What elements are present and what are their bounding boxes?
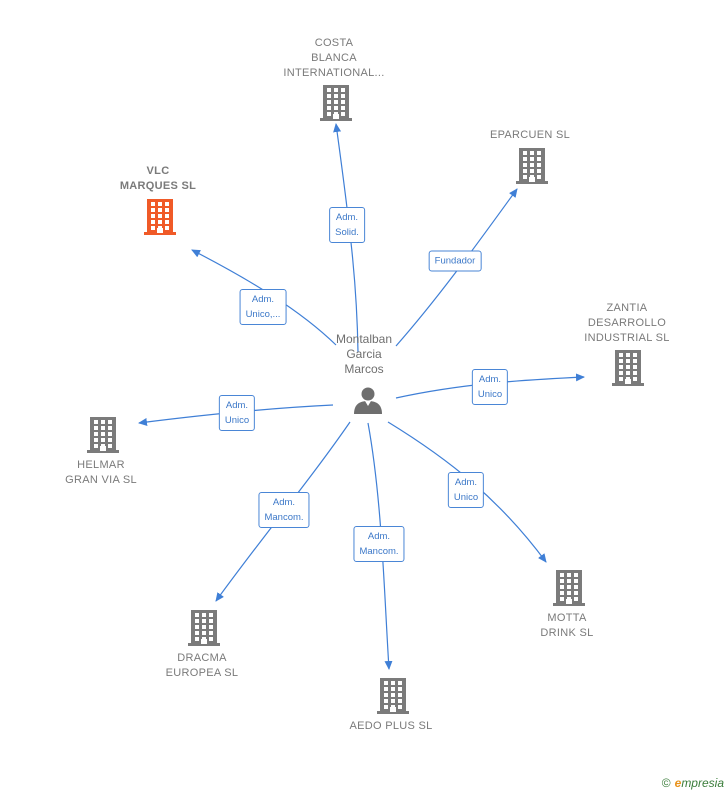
person-name[interactable]: Montalban Garcia Marcos [335,332,393,376]
relation-label-eparcuen[interactable]: Fundador [428,250,482,272]
building-icon-aedo[interactable] [377,678,409,714]
relation-label-aedo[interactable]: Adm. Mancom. [353,526,405,562]
edges [138,123,585,670]
relation-label-dracma[interactable]: Adm. Mancom. [258,492,310,528]
relation-label-motta[interactable]: Adm. Unico [447,472,485,508]
edge-costa [333,123,359,353]
company-name-aedo[interactable]: AEDO PLUS SL [349,720,433,732]
building-icon-costa[interactable] [320,85,352,121]
person-icon[interactable] [354,387,382,415]
relation-label-costa[interactable]: Adm. Solid. [329,207,365,243]
relation-label-zantia[interactable]: Adm. Unico [471,369,509,405]
empresia-brand[interactable]: ©empresia [662,776,724,790]
relation-label-vlc[interactable]: Adm. Unico,... [239,289,287,325]
building-icon-dracma[interactable] [188,610,220,646]
company-name-motta[interactable]: MOTTA DRINK SL [540,612,594,639]
building-icon-zantia[interactable] [612,350,644,386]
building-icon-helmar[interactable] [87,417,119,453]
building-icon-eparcuen[interactable] [516,148,548,184]
company-name-vlc[interactable]: VLC MARQUES SL [119,165,197,192]
company-name-helmar[interactable]: HELMAR GRAN VIA SL [65,459,137,486]
company-name-costa[interactable]: COSTA BLANCA INTERNATIONAL... [283,37,385,79]
building-icon-vlc[interactable] [144,199,176,235]
company-name-eparcuen[interactable]: EPARCUEN SL [489,129,571,141]
brand-initial: e [674,776,682,790]
copyright-icon: © [661,776,671,790]
brand-name: mpresia [681,776,724,790]
company-name-dracma[interactable]: DRACMA EUROPEA SL [165,652,239,679]
relation-label-helmar[interactable]: Adm. Unico [218,395,256,431]
building-icon-motta[interactable] [553,570,585,606]
company-name-zantia[interactable]: ZANTIA DESARROLLO INDUSTRIAL SL [584,302,670,344]
icons [87,85,644,714]
